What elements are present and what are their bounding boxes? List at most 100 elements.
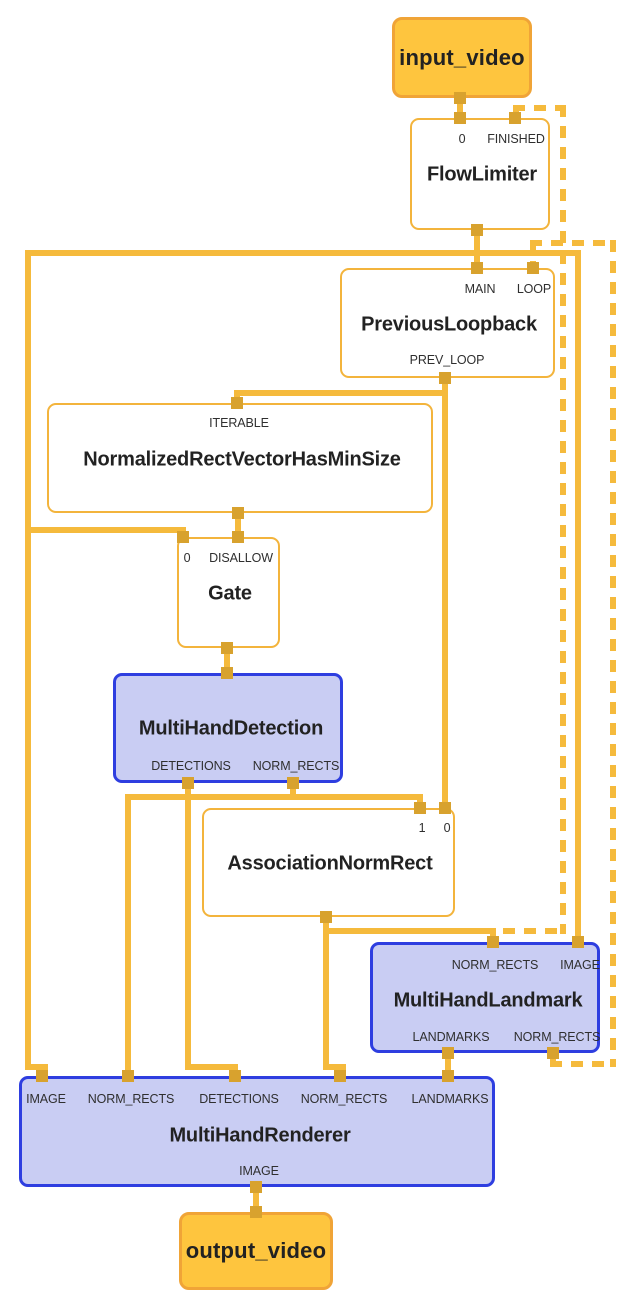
- node-flowlimiter[interactable]: 0 FINISHED FlowLimiter: [410, 118, 550, 230]
- port-square: [232, 507, 244, 519]
- node-gate[interactable]: 0 DISALLOW Gate: [177, 537, 280, 648]
- wire-segment: [290, 783, 296, 800]
- node-title: FlowLimiter: [426, 163, 538, 186]
- node-multihanddetection[interactable]: MultiHandDetection DETECTIONS NORM_RECTS: [113, 673, 343, 783]
- port-square: [442, 1070, 454, 1082]
- port-square: [287, 777, 299, 789]
- dashed-wire-segment: [503, 928, 566, 934]
- port-square: [182, 777, 194, 789]
- node-normalizedrectvectorhasminsize[interactable]: ITERABLE NormalizedRectVectorHasMinSize: [47, 403, 433, 513]
- port-label-norm-rects0-in: NORM_RECTS: [87, 1092, 175, 1106]
- wire-segment: [125, 794, 423, 800]
- port-square: [439, 372, 451, 384]
- port-square: [527, 262, 539, 274]
- port-label-image-in: IMAGE: [26, 1092, 66, 1106]
- port-label-detections-in: DETECTIONS: [199, 1092, 279, 1106]
- port-label-norm-rects1-in: NORM_RECTS: [300, 1092, 388, 1106]
- wire-segment: [457, 98, 463, 118]
- port-label-finished: FINISHED: [487, 132, 545, 146]
- port-square: [250, 1206, 262, 1218]
- node-title: Gate: [208, 582, 252, 605]
- node-title: MultiHandLandmark: [393, 989, 583, 1012]
- port-label-disallow: DISALLOW: [209, 551, 273, 565]
- port-label-prev-loop: PREV_LOOP: [409, 353, 485, 367]
- port-label-landmarks-out: LANDMARKS: [412, 1030, 490, 1044]
- port-label-main: MAIN: [464, 282, 496, 296]
- node-title: AssociationNormRect: [227, 852, 433, 875]
- port-label-norm-rects-in: NORM_RECTS: [451, 958, 539, 972]
- port-square: [229, 1070, 241, 1082]
- port-label-in0: 0: [183, 551, 191, 565]
- wire-segment: [25, 250, 581, 256]
- wire-segment: [323, 1064, 346, 1070]
- port-label-loop: LOOP: [516, 282, 552, 296]
- port-label-image-in: IMAGE: [560, 958, 600, 972]
- dashed-wire-segment: [560, 105, 566, 934]
- wire-segment: [474, 230, 480, 268]
- port-square: [471, 224, 483, 236]
- port-square: [454, 92, 466, 104]
- node-output-video[interactable]: output_video: [179, 1212, 333, 1290]
- port-square: [487, 936, 499, 948]
- wire-segment: [125, 794, 131, 1078]
- wire-segment: [253, 1187, 259, 1214]
- node-title: PreviousLoopback: [361, 313, 537, 336]
- port-label-in0: 0: [458, 132, 466, 146]
- wire-segment: [575, 250, 581, 944]
- dashed-wire-segment: [530, 240, 616, 246]
- wire-segment: [234, 390, 448, 396]
- wire-segment: [445, 1053, 451, 1078]
- port-square: [439, 802, 451, 814]
- wire-segment: [25, 527, 186, 533]
- wire-segment: [185, 783, 191, 1070]
- wire-segment: [323, 917, 329, 1070]
- port-label-norm-rects-out: NORM_RECTS: [513, 1030, 601, 1044]
- port-square: [221, 642, 233, 654]
- port-label-in0: 0: [443, 821, 451, 835]
- dashed-wire-segment: [530, 240, 536, 268]
- port-label-in1: 1: [418, 821, 426, 835]
- port-label-landmarks-in: LANDMARKS: [411, 1092, 489, 1106]
- dashed-wire-segment: [610, 240, 616, 1067]
- port-square: [231, 397, 243, 409]
- port-square: [414, 802, 426, 814]
- port-label-detections: DETECTIONS: [151, 759, 231, 773]
- node-title: MultiHandDetection: [138, 717, 324, 740]
- port-square: [320, 911, 332, 923]
- port-square: [36, 1070, 48, 1082]
- node-previousloopback[interactable]: MAIN LOOP PreviousLoopback PREV_LOOP: [340, 268, 555, 378]
- wire-segment: [25, 1064, 48, 1070]
- node-title: MultiHandRenderer: [169, 1124, 351, 1147]
- node-multihandrenderer[interactable]: IMAGE NORM_RECTS DETECTIONS NORM_RECTS L…: [19, 1076, 495, 1187]
- dashed-wire-segment: [550, 1053, 556, 1067]
- wire-segment: [25, 250, 31, 1070]
- wire-segment: [323, 928, 496, 934]
- node-input-video[interactable]: input_video: [392, 17, 532, 98]
- output-video-label: output_video: [185, 1238, 327, 1263]
- port-square: [122, 1070, 134, 1082]
- port-label-iterable: ITERABLE: [209, 416, 269, 430]
- port-square: [232, 531, 244, 543]
- port-square: [509, 112, 521, 124]
- wire-segment: [224, 648, 230, 675]
- node-title: NormalizedRectVectorHasMinSize: [83, 448, 401, 471]
- port-square: [547, 1047, 559, 1059]
- port-square: [334, 1070, 346, 1082]
- port-label-norm-rects: NORM_RECTS: [252, 759, 340, 773]
- node-associationnormrect[interactable]: 1 0 AssociationNormRect: [202, 808, 455, 917]
- wire-segment: [185, 1064, 238, 1070]
- input-video-label: input_video: [399, 44, 525, 70]
- dashed-wire-segment: [513, 105, 566, 111]
- port-square: [454, 112, 466, 124]
- port-square: [442, 1047, 454, 1059]
- dashed-wire-segment: [550, 1061, 616, 1067]
- port-label-image-out: IMAGE: [239, 1164, 279, 1178]
- port-square: [572, 936, 584, 948]
- wire-segment: [235, 513, 241, 539]
- wire-segment: [442, 378, 448, 810]
- port-square: [177, 531, 189, 543]
- node-multihandlandmark[interactable]: NORM_RECTS IMAGE MultiHandLandmark LANDM…: [370, 942, 600, 1053]
- port-square: [250, 1181, 262, 1193]
- port-square: [471, 262, 483, 274]
